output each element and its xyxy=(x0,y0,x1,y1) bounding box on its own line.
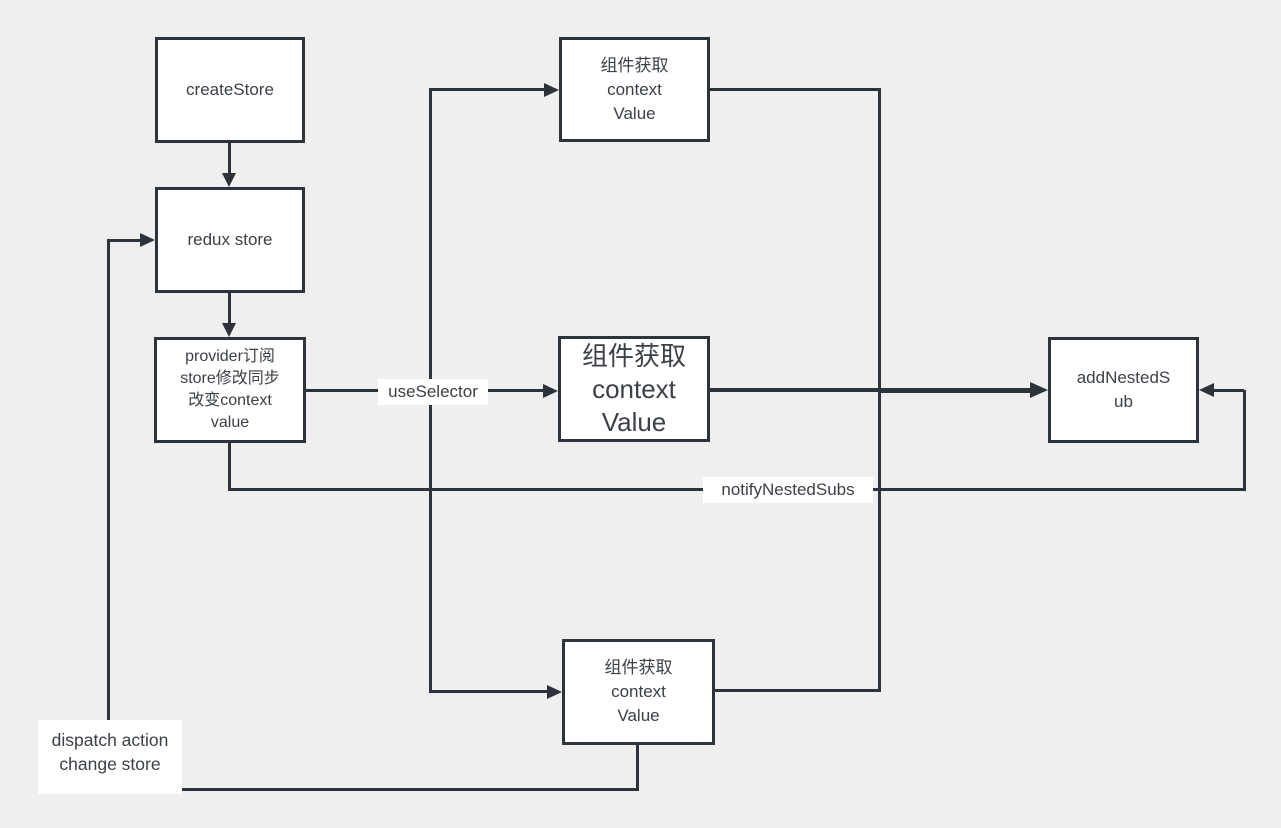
node-redux-store-label: redux store xyxy=(187,230,273,249)
node-component-middle-line-3: Value xyxy=(601,406,667,437)
node-create-store-label: createStore xyxy=(186,80,274,99)
node-component-top: 组件获取 context Value xyxy=(559,37,710,142)
arrowhead-into-provider-top xyxy=(222,323,236,337)
arrowhead-into-reduxstore-left xyxy=(140,233,155,247)
node-component-bottom-line-1: 组件获取 xyxy=(604,658,673,677)
node-create-store: createStore xyxy=(155,37,305,143)
edge-component-bottom-down xyxy=(636,745,639,790)
node-component-bottom-line-2: context xyxy=(611,682,666,701)
edge-label-dispatch-action: dispatch action change store xyxy=(38,720,182,794)
edge-label-notify-nested-subs: notifyNestedSubs xyxy=(703,477,873,503)
node-add-nested-sub-line-1: addNestedS xyxy=(1076,368,1171,387)
edge-into-addnestedsub-right xyxy=(1214,389,1244,392)
edge-dispatch-horizontal xyxy=(107,788,639,791)
edge-into-reduxstore-left xyxy=(107,239,140,242)
edge-label-use-selector-text: useSelector xyxy=(388,382,478,401)
node-component-top-line-2: context xyxy=(607,79,662,99)
node-component-top-line-1: 组件获取 xyxy=(600,55,669,75)
arrowhead-into-addnestedsub-left xyxy=(1030,382,1048,398)
edge-provider-down xyxy=(228,443,231,490)
edge-branch-to-component-bottom xyxy=(429,690,547,693)
node-component-top-line-3: Value xyxy=(613,103,656,123)
edge-label-dispatch-line-1: dispatch action xyxy=(51,730,169,750)
edge-notifynestedsubs-up xyxy=(1243,390,1246,491)
node-component-middle: 组件获取 context Value xyxy=(558,336,710,442)
edge-dispatch-vertical xyxy=(107,240,110,790)
node-component-middle-line-1: 组件获取 xyxy=(581,340,686,371)
edge-createstore-to-reduxstore xyxy=(228,143,231,174)
edge-junction-to-addnestedsub xyxy=(878,388,1030,393)
arrowhead-into-component-top xyxy=(544,83,559,97)
edge-component-top-to-right-rail xyxy=(710,88,881,91)
edge-reduxstore-to-provider xyxy=(228,293,231,323)
node-provider-line-4: value xyxy=(210,414,250,431)
node-provider-line-2: store修改同步 xyxy=(180,370,280,387)
node-component-bottom: 组件获取 context Value xyxy=(562,639,715,745)
arrowhead-into-addnestedsub-right xyxy=(1199,383,1214,397)
edge-component-bottom-to-right-rail xyxy=(715,689,881,692)
node-add-nested-sub: addNestedS ub xyxy=(1048,337,1199,443)
edge-label-dispatch-line-2: change store xyxy=(59,754,161,774)
edge-label-use-selector: useSelector xyxy=(378,379,488,405)
node-provider-subscribe: provider订阅 store修改同步 改变context value xyxy=(154,337,306,443)
node-provider-line-1: provider订阅 xyxy=(185,348,275,365)
arrowhead-into-component-bottom xyxy=(547,685,562,699)
node-component-bottom-line-3: Value xyxy=(617,706,660,725)
arrowhead-into-reduxstore-top xyxy=(222,173,236,187)
node-add-nested-sub-line-2: ub xyxy=(1114,392,1133,411)
edge-branch-to-component-top xyxy=(429,88,544,91)
node-redux-store: redux store xyxy=(155,187,305,293)
edge-label-notify-nested-subs-text: notifyNestedSubs xyxy=(721,480,855,499)
node-provider-line-3: 改变context xyxy=(188,392,272,409)
edge-component-middle-to-junction xyxy=(710,388,880,392)
arrowhead-into-component-middle xyxy=(543,384,558,398)
node-component-middle-line-2: context xyxy=(592,373,676,404)
